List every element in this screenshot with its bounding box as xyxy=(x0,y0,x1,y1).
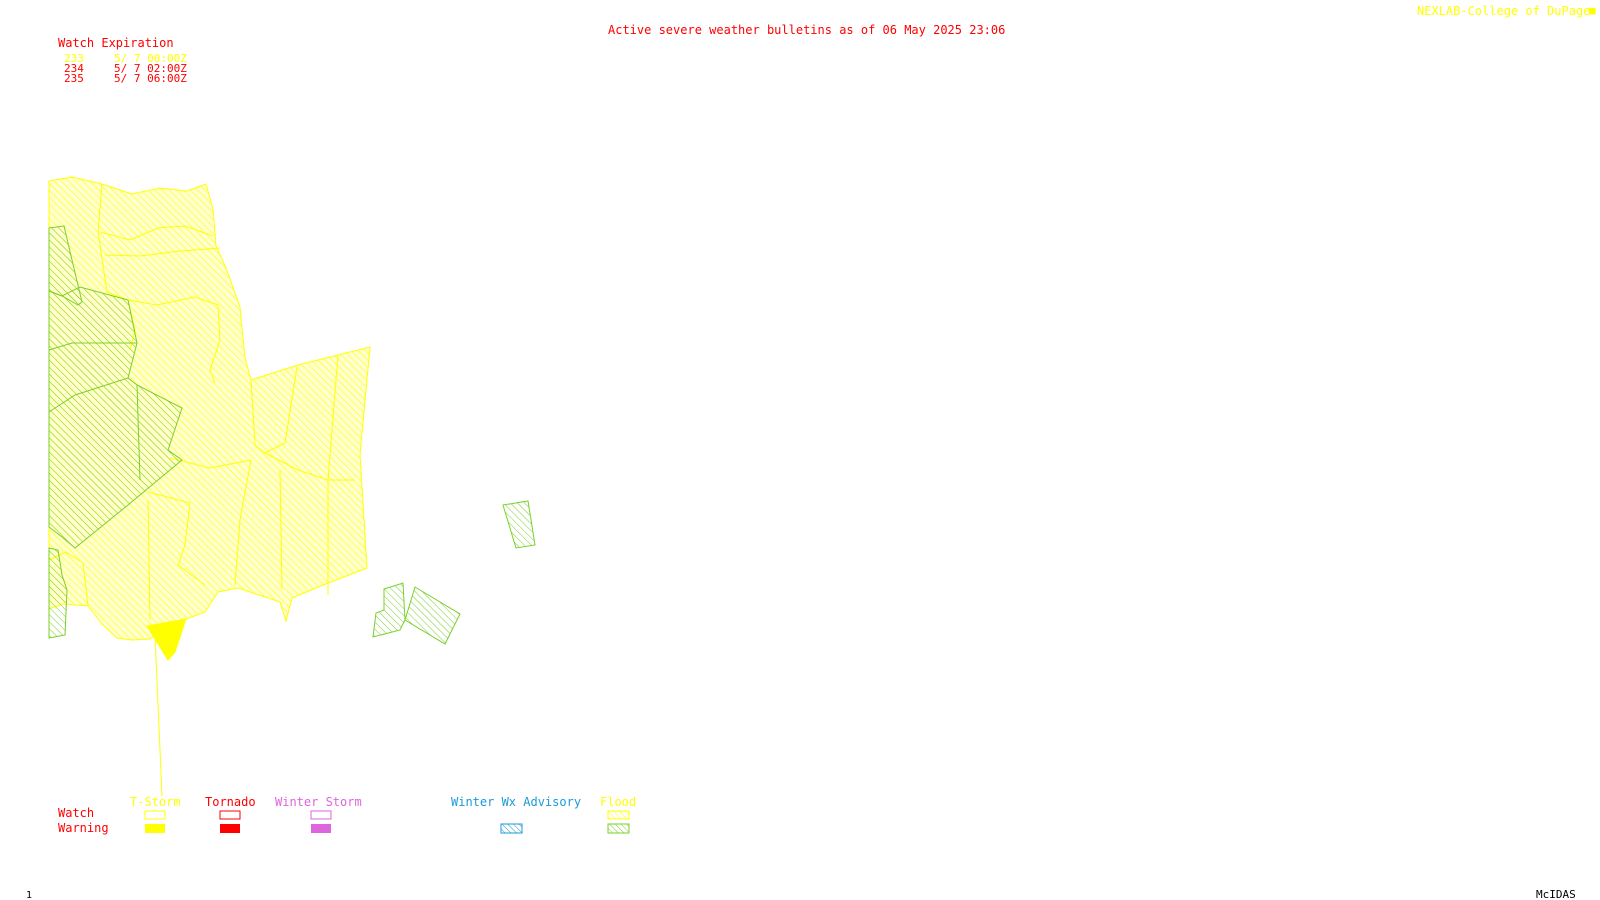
legend-flood-label: Flood xyxy=(600,795,637,809)
source-logo-icon: ■ xyxy=(1589,4,1596,17)
watch-id-233: 233 xyxy=(64,52,84,65)
watch-time-233: 5/ 7 00:00Z xyxy=(114,52,187,65)
watch-expiration-heading: Watch Expiration xyxy=(58,36,174,50)
bulletin-title: Active severe weather bulletins as of 06… xyxy=(608,23,1006,37)
legend-watch-row-label: Watch xyxy=(58,806,95,820)
legend-winterwx-label: Winter Wx Advisory xyxy=(451,795,582,809)
legend-warning-row-label: Warning xyxy=(58,821,109,835)
legend-tornado-warning-swatch xyxy=(220,824,240,833)
watch-id-234: 234 xyxy=(64,62,84,75)
flood-warning-areas xyxy=(48,225,536,645)
legend-flood-warning-swatch xyxy=(607,823,630,834)
legend-tornado-label: Tornado xyxy=(205,795,256,809)
software-label: McIDAS xyxy=(1536,888,1576,900)
tstorm-warning-area xyxy=(146,618,187,661)
source-label: NEXLAB-College of DuPage xyxy=(1417,4,1591,18)
legend-tstorm-watch-swatch xyxy=(144,810,166,820)
legend-tstorm-warning-swatch xyxy=(145,824,165,833)
watch-id-235: 235 xyxy=(64,72,84,85)
legend-tornado-watch-swatch xyxy=(219,810,241,820)
watch-time-234: 5/ 7 02:00Z xyxy=(114,62,187,75)
legend-flood-watch-swatch xyxy=(607,810,630,820)
legend-swatches xyxy=(144,810,630,834)
legend-tstorm-label: T-Storm xyxy=(130,795,181,809)
watch-time-235: 5/ 7 06:00Z xyxy=(114,72,187,85)
legend-winterstorm-warning-swatch xyxy=(311,824,331,833)
legend-winterstorm-watch-swatch xyxy=(310,810,332,820)
frame-number: 1 xyxy=(26,890,33,900)
legend-winterstorm-label: Winter Storm xyxy=(275,795,362,809)
legend-winterwx-advisory-swatch xyxy=(500,823,523,834)
